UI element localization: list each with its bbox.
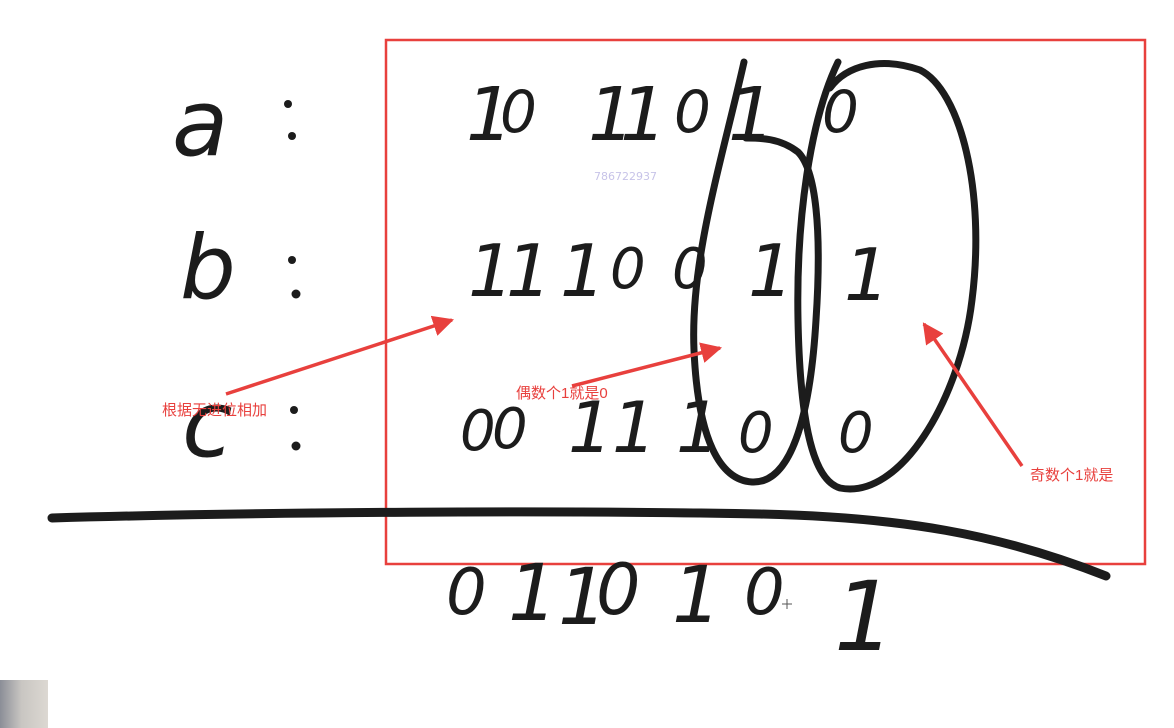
row-b-digit: 1 [468,229,514,313]
arrow-no-carry [225,315,454,396]
row-label-b: b [180,216,236,319]
colon-c [290,406,301,451]
colon-b [288,256,301,299]
row-c-digit: 1 [568,387,613,469]
row-c-digit: 0 [460,399,496,464]
row-a-digit: 1 [728,72,775,158]
odd-column-loop [794,58,980,493]
row-label-c: c [182,371,233,478]
arrow-even [571,342,723,388]
row-label-a: a [172,70,228,177]
row-c-digits: 0 0 1 1 1 0 0 [460,387,874,469]
result-digit: 0 [596,549,641,631]
row-b-digit: 1 [844,233,890,317]
video-thumbnail[interactable] [0,680,48,728]
row-b-digit: 1 [506,229,552,313]
arrow-odd [922,322,1024,467]
annotation-odd: 奇数个1就是 [1030,467,1113,484]
watermark-text: 786722937 [594,170,657,183]
result-digit: 0 [446,556,487,630]
row-c-digit: 0 [838,401,874,466]
row-b-digit: 1 [748,229,794,313]
highlight-box [384,38,1147,566]
row-a-digit: 1 [620,72,667,158]
row-a-digit: 1 [588,72,635,158]
annotation-even: 偶数个1就是0 [516,385,608,402]
row-c-digit: 1 [612,387,657,469]
row-b-digit: 0 [610,237,646,302]
result-digit: 1 [508,549,558,639]
row-a-digit: 0 [674,78,711,146]
result-digit: 1 [834,561,895,673]
even-column-loop [690,58,822,486]
colon-a [284,100,296,140]
cursor-crosshair-icon [782,599,792,609]
result-digits: 0 1 1 0 1 0 1 [446,549,895,673]
annotation-no-carry: 根据无进位相加 [162,402,267,419]
row-c-digit: 0 [492,397,528,462]
row-a-digit: 1 [466,72,513,158]
row-b-digit: 1 [560,229,606,313]
row-c-digit: 0 [738,401,774,466]
result-digit: 1 [558,553,608,643]
row-a-digit: 0 [500,78,537,146]
result-digit: 1 [672,551,722,641]
row-b-digits: 1 1 1 0 0 1 1 [468,229,890,317]
result-digit: 0 [744,556,785,630]
row-a-digits: 1 0 1 1 0 1 0 [466,72,859,158]
sum-underline [47,507,1111,581]
